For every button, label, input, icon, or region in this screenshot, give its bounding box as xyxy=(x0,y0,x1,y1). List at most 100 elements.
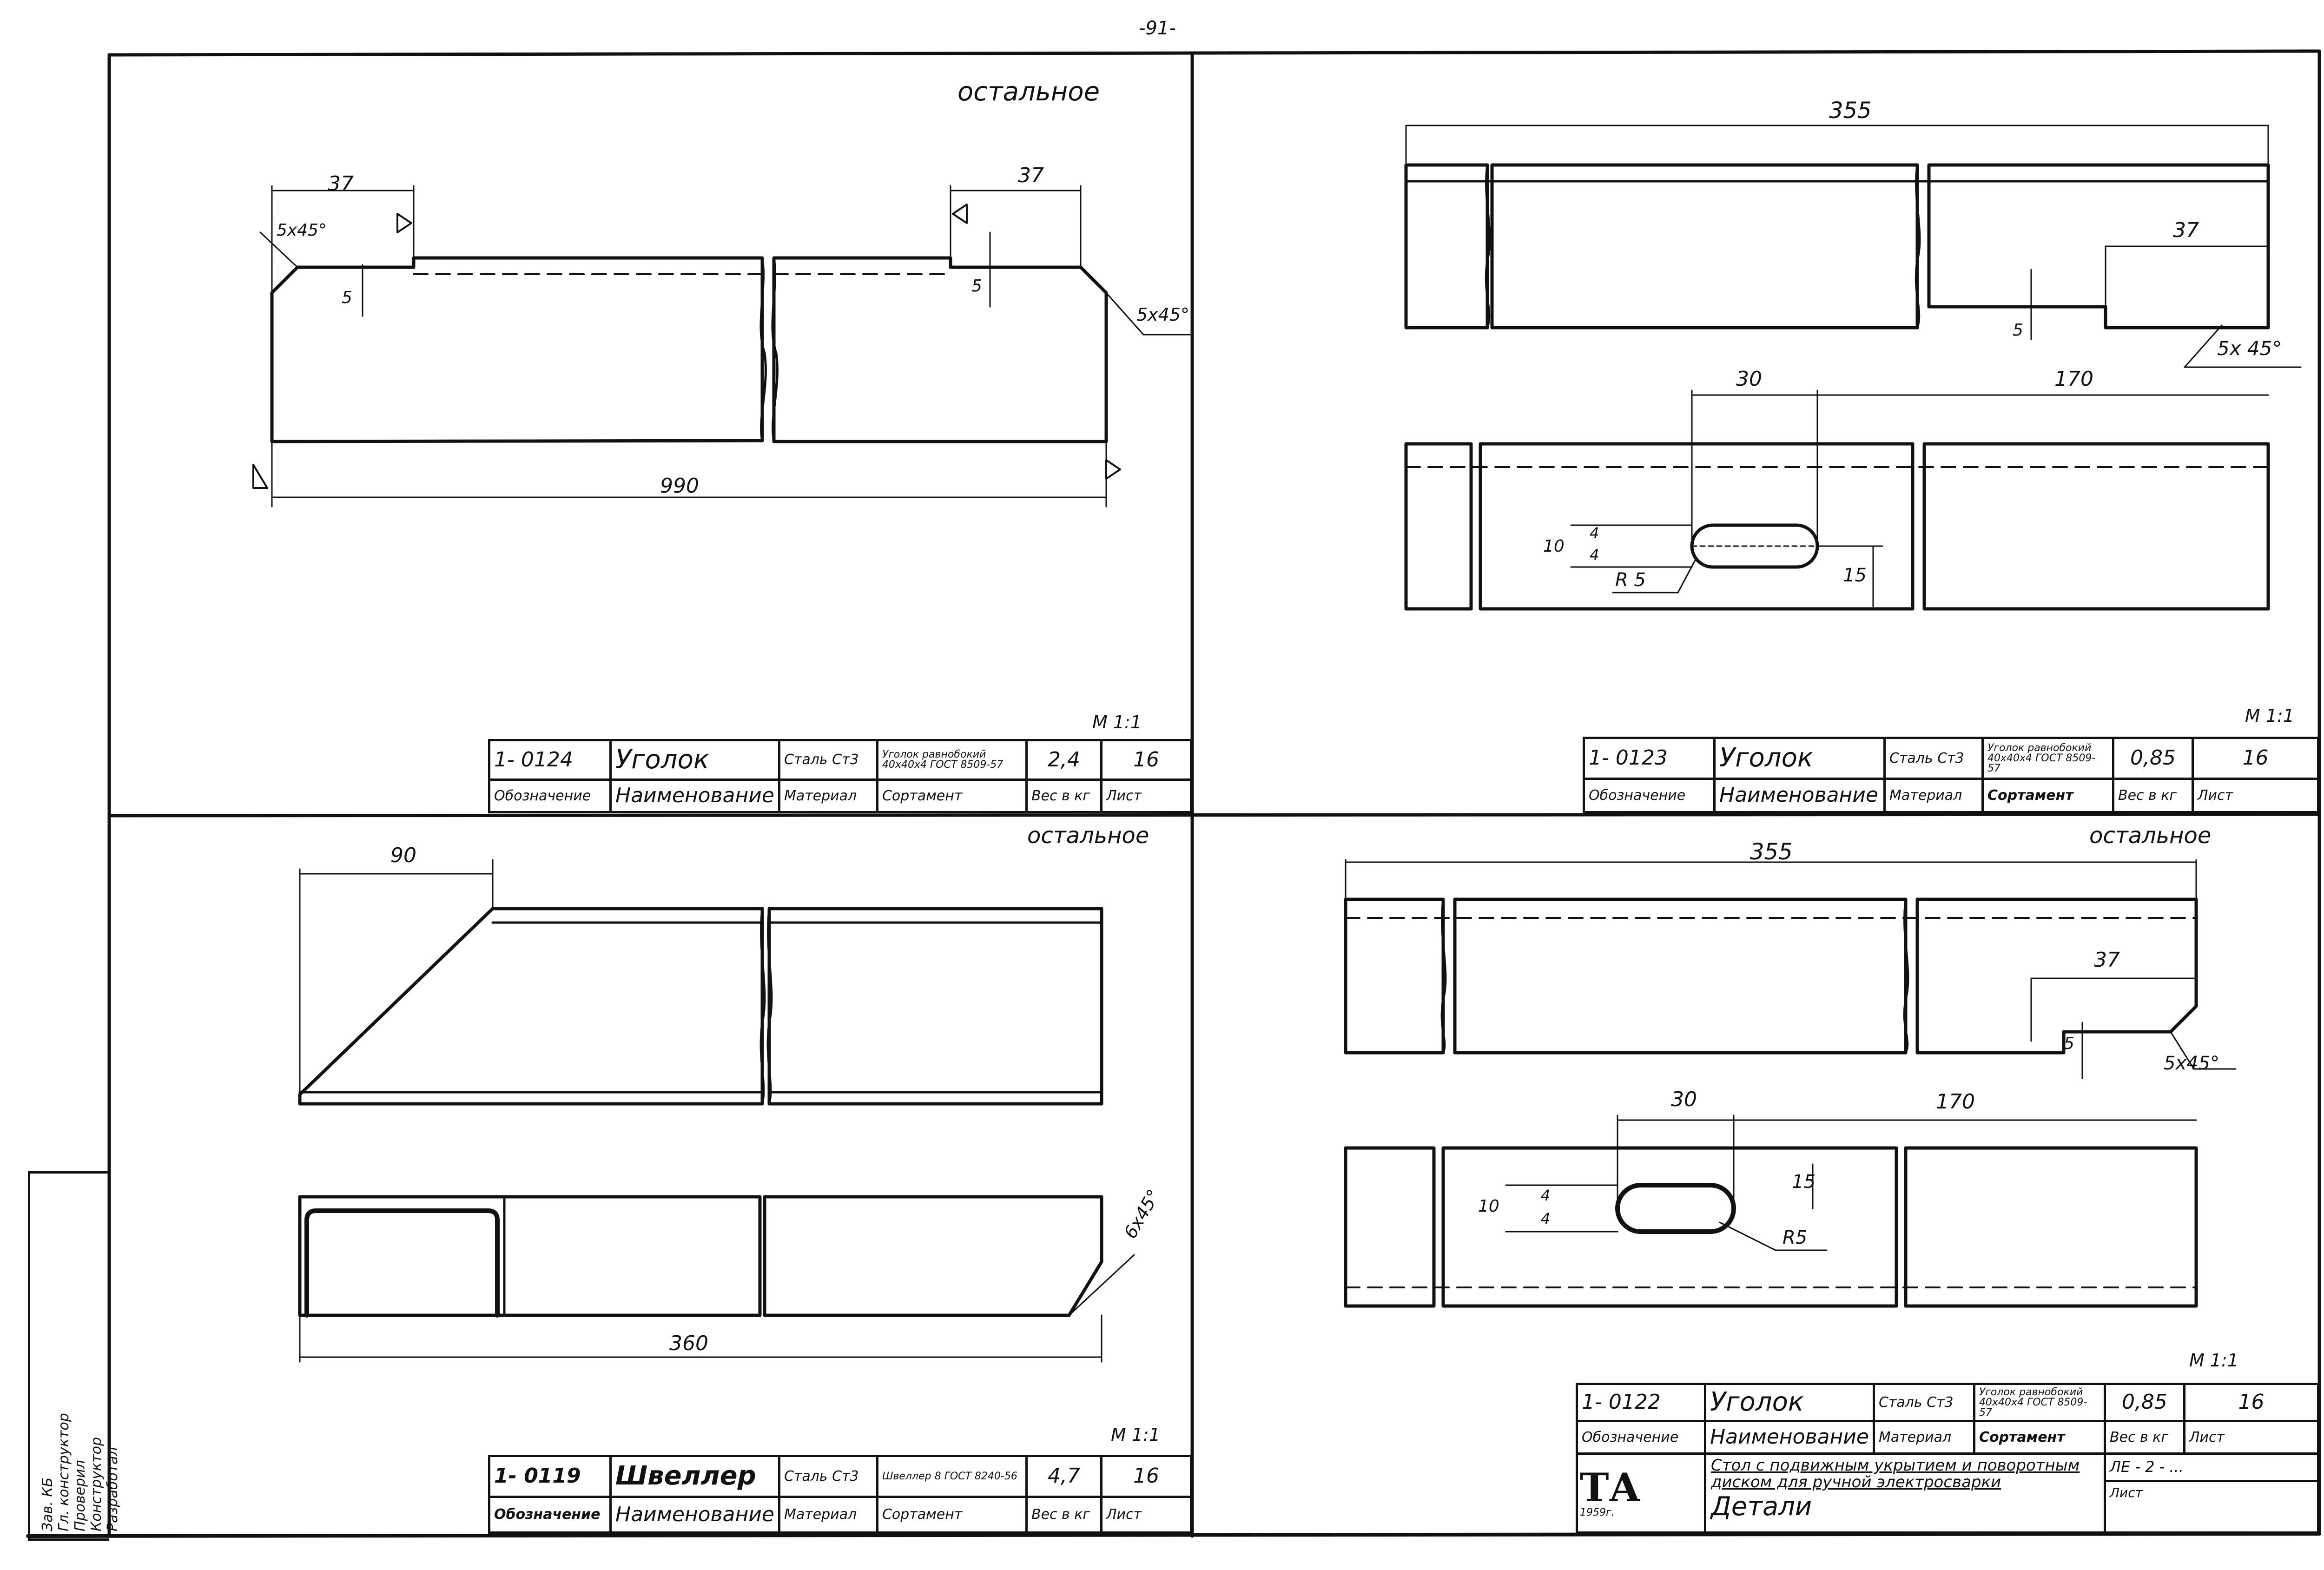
detail-q1-drawing xyxy=(252,185,1191,508)
dim-q2-overall: 355 xyxy=(1829,98,1872,124)
sheet-number: -91- xyxy=(1139,18,1176,39)
assortment-header: Сортамент xyxy=(876,1496,1028,1534)
dim-q4-notch: 37 xyxy=(2094,948,2120,972)
main-title-cell: Стол с подвижным укрытием и поворотным д… xyxy=(1704,1452,2106,1534)
dim-q1-chamfer-right: 5x45° xyxy=(1136,304,1190,325)
dim-q2-hole-pos: 30 xyxy=(1736,367,1762,391)
surface-finish-note-q1: остальное xyxy=(957,77,1100,107)
material-header: Материал xyxy=(778,778,878,813)
dim-q2-notch: 37 xyxy=(2173,218,2199,242)
roughness-q2-a: 4 xyxy=(1590,524,1599,542)
designation-header: Обозначение xyxy=(1583,778,1716,813)
dim-q4-hole-pos: 30 xyxy=(1671,1088,1697,1111)
dim-q4-depth: 5 xyxy=(2064,1034,2074,1053)
stamp-line-4: Конструктор xyxy=(88,1437,105,1531)
title-block-q1: 1- 0124 Уголок Сталь Ст3 Уголок равнобок… xyxy=(488,739,1193,813)
margin-stamp: Зав. КБ Гл. конструктор Проверил Констру… xyxy=(28,1171,121,1541)
dim-q1-top-left: 37 xyxy=(328,172,354,196)
drawing-code: ЛЕ - 2 - ... xyxy=(2107,1456,2316,1482)
dim-q4-hole-to-end: 170 xyxy=(1936,1090,1975,1114)
assortment: Уголок равнобокий 40x40x4 ГОСТ 8509-57 xyxy=(1973,1383,2106,1422)
designation: 1- 0122 xyxy=(1576,1383,1706,1422)
title-block-q3: 1- 0119 Швеллер Сталь Ст3 Швеллер 8 ГОСТ… xyxy=(488,1455,1193,1534)
weight-header: Вес в кг xyxy=(2103,1420,2185,1455)
detail-q3-drawing xyxy=(298,859,1135,1363)
scale-q4: M 1:1 xyxy=(2189,1350,2239,1371)
surface-finish-note-q3: остальное xyxy=(2089,823,2212,849)
designation-header: Обозначение xyxy=(488,778,612,813)
dim-q2-chamfer: 5x 45° xyxy=(2217,337,2282,360)
code-cell: ЛЕ - 2 - ... Лист xyxy=(2103,1452,2320,1534)
surface-finish-note-q2: остальное xyxy=(1027,823,1149,849)
name: Уголок xyxy=(1713,737,1886,780)
weight: 0,85 xyxy=(2112,737,2194,780)
weight-header: Вес в кг xyxy=(2112,778,2194,813)
dim-q2-depth: 5 xyxy=(2013,321,2023,340)
assortment-header: Сортамент xyxy=(876,778,1028,813)
assortment-header: Сортамент xyxy=(1981,778,2114,813)
roughness-q4-b: 4 xyxy=(1541,1210,1551,1227)
detail-q2-drawing xyxy=(1404,125,2302,611)
sheet-header: Лист xyxy=(2192,778,2319,813)
material: Сталь Ст3 xyxy=(1872,1383,1975,1422)
dim-q3-bevel: 90 xyxy=(390,844,416,867)
dim-q4-hole-width: 10 xyxy=(1478,1197,1499,1216)
designation-header: Обозначение xyxy=(1576,1420,1706,1455)
weight: 0,85 xyxy=(2103,1383,2185,1422)
name: Швеллер xyxy=(609,1455,780,1498)
title-block-q4: 1- 0122 Уголок Сталь Ст3 Уголок равнобок… xyxy=(1576,1383,2320,1534)
dim-q1-top-right: 37 xyxy=(1018,164,1044,187)
dim-q4-hole-offset: 15 xyxy=(1792,1171,1816,1193)
assortment: Уголок равнобокий 40x40x4 ГОСТ 8509-57 xyxy=(1981,737,2114,780)
sheet-label: Лист xyxy=(2109,1484,2143,1500)
dim-q4-radius: R5 xyxy=(1783,1227,1808,1248)
scale-q1: M 1:1 xyxy=(1092,712,1142,732)
name-header: Наименование xyxy=(609,778,780,813)
stamp-line-1: Зав. КБ xyxy=(40,1477,56,1531)
designation: 1- 0123 xyxy=(1583,737,1716,780)
assortment: Швеллер 8 ГОСТ 8240-56 xyxy=(876,1455,1028,1498)
logo-cell: ТА 1959г. xyxy=(1576,1452,1706,1534)
name: Уголок xyxy=(609,739,780,781)
assortment-header: Сортамент xyxy=(1973,1420,2106,1455)
weight: 2,4 xyxy=(1025,739,1103,781)
material: Сталь Ст3 xyxy=(778,739,878,781)
sheet-header: Лист xyxy=(1100,778,1193,813)
sheet-header: Лист xyxy=(1100,1496,1193,1534)
roughness-q4-a: 4 xyxy=(1541,1187,1551,1204)
dim-q2-hole-to-end: 170 xyxy=(2054,367,2093,391)
scale-q2: M 1:1 xyxy=(2245,706,2295,726)
assortment: Уголок равнобокий 40x40x4 ГОСТ 8509-57 xyxy=(876,739,1028,781)
weight: 4,7 xyxy=(1025,1455,1103,1498)
dim-q2-hole-offset: 15 xyxy=(1843,565,1867,586)
stamp-line-2: Гл. конструктор xyxy=(56,1413,72,1531)
material-header: Материал xyxy=(778,1496,878,1534)
sheet: 16 xyxy=(2192,737,2319,780)
dim-q1-overall: 990 xyxy=(660,474,699,498)
dim-q1-depth-right: 5 xyxy=(971,277,982,296)
dim-q2-hole-width: 10 xyxy=(1543,537,1565,556)
sheet: 16 xyxy=(2183,1383,2320,1422)
stamp-line-3: Проверил xyxy=(72,1460,88,1531)
material: Сталь Ст3 xyxy=(1883,737,1984,780)
designation: 1- 0124 xyxy=(488,739,612,781)
material-header: Материал xyxy=(1872,1420,1975,1455)
roughness-q2-b: 4 xyxy=(1590,546,1599,564)
title-block-q2: 1- 0123 Уголок Сталь Ст3 Уголок равнобок… xyxy=(1583,737,2319,813)
dim-q3-overall: 360 xyxy=(669,1332,708,1355)
weight-header: Вес в кг xyxy=(1025,778,1103,813)
material: Сталь Ст3 xyxy=(778,1455,878,1498)
dim-q2-radius: R 5 xyxy=(1615,569,1646,591)
dim-q1-depth-left: 5 xyxy=(342,288,352,307)
dim-q1-chamfer-left: 5x45° xyxy=(277,221,327,240)
stamp-line-5: Разработал xyxy=(105,1447,121,1531)
material-header: Материал xyxy=(1883,778,1984,813)
drawing-description: Стол с подвижным укрытием и поворотным д… xyxy=(1711,1456,2080,1491)
name: Уголок xyxy=(1704,1383,1875,1422)
drawing-title: Детали xyxy=(1711,1491,1812,1522)
scale-q3: M 1:1 xyxy=(1111,1425,1161,1445)
sheet-header: Лист xyxy=(2183,1420,2320,1455)
weight-header: Вес в кг xyxy=(1025,1496,1103,1534)
name-header: Наименование xyxy=(1713,778,1886,813)
